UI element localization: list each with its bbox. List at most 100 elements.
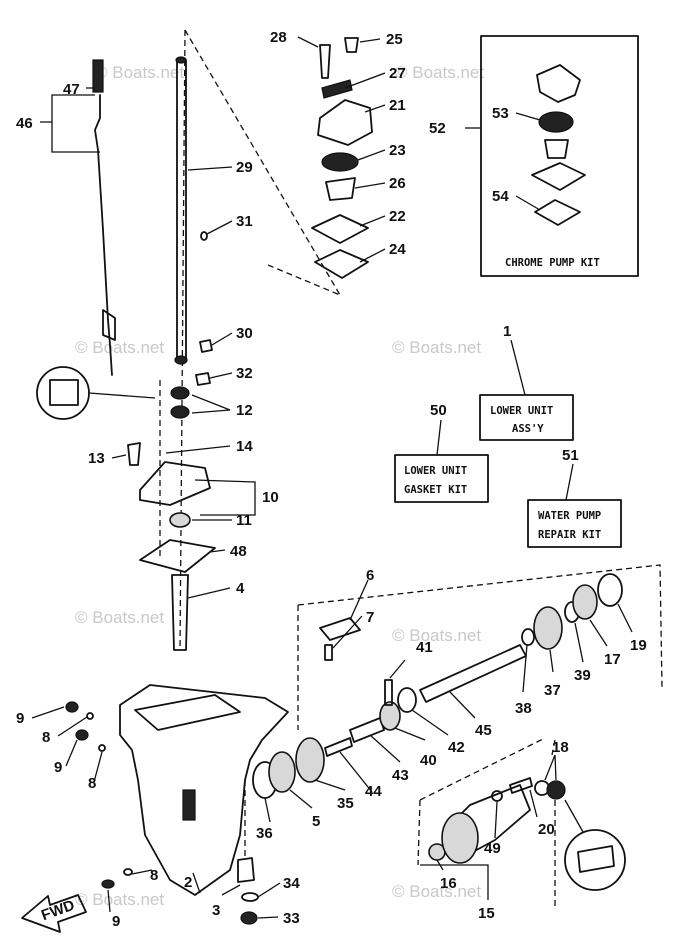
impeller-26-part (325, 177, 356, 201)
lower-case-body (119, 684, 289, 896)
part-label: 53 (492, 105, 509, 122)
outer-plate-part (534, 199, 581, 226)
clip-32-part (195, 372, 211, 386)
bolt-25-part (344, 37, 359, 53)
part-label: 36 (256, 825, 273, 842)
part-label: 8 (88, 775, 96, 792)
watermark: © Boats.net (392, 338, 481, 357)
chrome-pump-kit-box: CHROME PUMP KIT (480, 35, 639, 277)
nut-18-part (546, 780, 566, 800)
bolt-9-part (75, 729, 89, 741)
part-label: 48 (230, 543, 247, 560)
gasket-part (531, 162, 586, 191)
part-label: 21 (389, 97, 406, 114)
part-label: 19 (630, 637, 647, 654)
lower-unit-assy-box: LOWER UNIT ASS'Y (479, 394, 574, 441)
gasket-22-part (311, 214, 369, 244)
callout-circle (36, 366, 90, 420)
part-label: 46 (16, 115, 33, 132)
lower-case-plate (182, 789, 196, 821)
fasteners (65, 617, 361, 889)
part-label: 35 (337, 795, 354, 812)
part-label: 31 (236, 213, 253, 230)
part-label: 9 (112, 913, 120, 930)
pump-liner-part (538, 111, 574, 133)
clip-30-part (199, 339, 213, 353)
part-label: 33 (283, 910, 300, 927)
chrome-pump-kit-label: CHROME PUMP KIT (505, 257, 600, 269)
kit-frame (479, 394, 574, 441)
gasket-48-part (139, 539, 216, 573)
part-label: 2 (184, 874, 192, 891)
part-label: 41 (416, 639, 433, 656)
part-label: 18 (552, 739, 569, 756)
part-label: 43 (392, 767, 409, 784)
watermark: © Boats.net (392, 882, 481, 901)
part-label: 44 (365, 783, 382, 800)
part-label: 37 (544, 682, 561, 699)
anode-3-part (237, 857, 255, 883)
part-label: 52 (429, 120, 446, 137)
bolt-9-part (101, 879, 115, 889)
propeller-shaft-assembly (252, 573, 623, 799)
watermarks: © Boats.net © Boats.net © Boats.net © Bo… (75, 63, 484, 909)
gasket-kit-line1: LOWER UNIT (404, 465, 467, 477)
leader-lines (31, 36, 633, 919)
gear-37-part (533, 606, 563, 650)
clutch-40-part (379, 701, 401, 731)
part-label: 27 (389, 65, 406, 82)
part-label: 40 (420, 752, 437, 769)
watermark: © Boats.net (75, 608, 164, 627)
part-label: 32 (236, 365, 253, 382)
housing-15-flange (441, 812, 479, 864)
fwd-arrow-shape (21, 894, 87, 933)
bushing-11-part (169, 512, 191, 528)
water-tube-4-part (171, 574, 189, 651)
impeller-part (544, 139, 569, 159)
kit-frame (394, 454, 489, 503)
bolt-28-part (319, 44, 331, 79)
washer-8-part (123, 868, 133, 876)
part-label: 8 (42, 729, 50, 746)
pump-housing-21 (317, 99, 373, 146)
part-label: 51 (562, 447, 579, 464)
part-label: 29 (236, 159, 253, 176)
part-label: 17 (604, 651, 621, 668)
part-label: 28 (270, 29, 287, 46)
circlip-part (200, 231, 208, 241)
callout-icon (577, 845, 615, 873)
drive-shaft-spline (174, 355, 188, 365)
part-label: 3 (212, 902, 220, 919)
bracket-6-part (319, 617, 361, 641)
kit-frame (480, 35, 639, 277)
oil-seal-lower (170, 405, 190, 419)
part-label: 9 (16, 710, 24, 727)
part-label: 7 (366, 609, 374, 626)
washer-49-part (491, 790, 503, 802)
washer-8-part (98, 744, 106, 752)
seal-27-part (321, 79, 353, 99)
part-label: 8 (150, 867, 158, 884)
watermark: © Boats.net (395, 63, 484, 82)
plate-24-part (314, 249, 369, 279)
part-label: 6 (366, 567, 374, 584)
spring-43-part (349, 717, 385, 743)
nut-33-part (240, 911, 258, 925)
shift-rod-bracket (102, 309, 116, 341)
water-pump-repair-kit-box: WATER PUMP REPAIR KIT (527, 499, 622, 548)
part-label: 24 (389, 241, 406, 258)
lower-unit-assy-line2: ASS'Y (512, 423, 544, 435)
bolt-13-part (127, 442, 141, 466)
propeller-shaft-45 (419, 644, 527, 703)
part-label: 47 (63, 81, 80, 98)
watermark: © Boats.net (75, 890, 164, 909)
part-label: 30 (236, 325, 253, 342)
bolt-7-part (324, 644, 333, 661)
part-label: 26 (389, 175, 406, 192)
part-label: 38 (515, 700, 532, 717)
shift-rod (92, 59, 116, 376)
shift-rod-shaft (94, 94, 113, 376)
callout-circle (564, 829, 626, 891)
drive-shaft-top (175, 56, 187, 64)
part-label: 25 (386, 31, 403, 48)
